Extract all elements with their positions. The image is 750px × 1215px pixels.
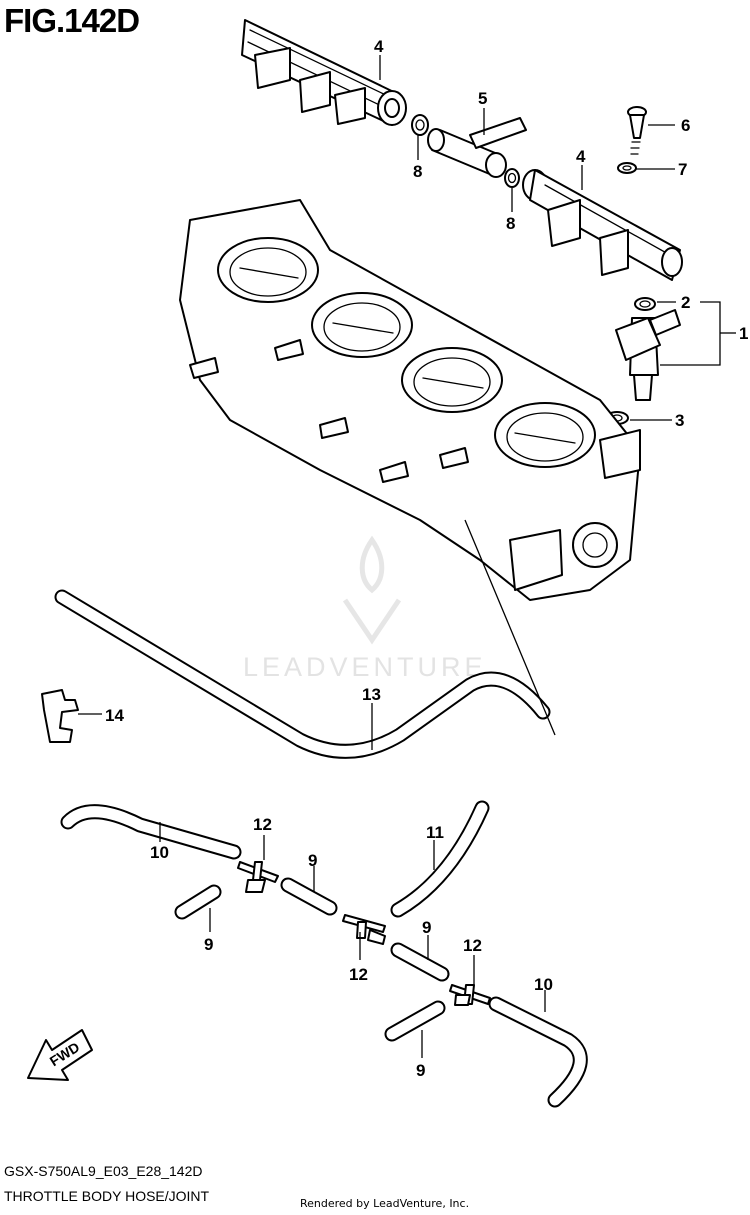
hose-short-bottom[interactable] — [384, 1000, 446, 1042]
t-joint-middle[interactable] — [342, 914, 386, 945]
callout-1: 1 — [739, 324, 748, 343]
callout-10-left: 10 — [150, 843, 169, 862]
long-hose[interactable] — [54, 589, 551, 759]
leader-lines — [78, 55, 736, 1058]
callout-14: 14 — [105, 706, 124, 725]
callout-9-middle: 9 — [308, 851, 317, 870]
callout-4-upper: 4 — [374, 37, 384, 56]
callout-11: 11 — [426, 823, 444, 842]
callout-9-bottom: 9 — [416, 1061, 425, 1080]
callout-12-middle: 12 — [349, 965, 368, 984]
callout-7: 7 — [678, 160, 687, 179]
fuel-rail-upper[interactable] — [241, 19, 407, 126]
hose-clamp[interactable] — [41, 689, 79, 743]
watermark-logo — [342, 535, 402, 645]
hose-curved-right[interactable] — [390, 800, 490, 918]
callout-6: 6 — [681, 116, 690, 135]
callout-5: 5 — [478, 89, 487, 108]
callout-13: 13 — [362, 685, 381, 704]
hose-short-left[interactable] — [174, 884, 222, 920]
figure-title: FIG.142D — [4, 2, 140, 39]
callout-10-right: 10 — [534, 975, 553, 994]
hose-short-middle[interactable] — [280, 877, 338, 916]
callout-4-lower: 4 — [576, 147, 586, 166]
callout-8-upper: 8 — [413, 162, 422, 181]
diagram-name: THROTTLE BODY HOSE/JOINT — [4, 1188, 210, 1204]
fuel-injector-cushion[interactable] — [634, 297, 656, 311]
hose-route-line — [464, 519, 556, 736]
o-ring-seal-upper[interactable] — [411, 114, 429, 136]
forward-direction-arrow: FWD — [27, 1029, 93, 1081]
render-credit: Rendered by LeadVenture, Inc. — [300, 1197, 470, 1210]
bolt[interactable] — [627, 106, 647, 155]
fuel-injector[interactable] — [615, 309, 681, 401]
watermark-text: LEADVENTURE — [243, 652, 487, 682]
fuel-rail-lower[interactable] — [522, 169, 683, 281]
callout-2: 2 — [681, 293, 690, 312]
callout-3: 3 — [675, 411, 684, 430]
callout-labels: 4 5 8 8 4 6 7 2 1 3 13 14 10 12 9 9 12 1… — [105, 37, 748, 1080]
callout-12-right: 12 — [463, 936, 482, 955]
t-joint-left[interactable] — [237, 861, 279, 893]
hose-right-lower[interactable] — [488, 996, 588, 1108]
callout-9-right: 9 — [422, 918, 431, 937]
t-joint-right[interactable] — [449, 984, 491, 1006]
throttle-body-assembly[interactable] — [179, 199, 641, 601]
diagram-code: GSX-S750AL9_E03_E28_142D — [4, 1163, 203, 1179]
fuel-joint-pipe[interactable] — [427, 117, 527, 178]
hose-short-right[interactable] — [390, 942, 450, 982]
callout-12-left: 12 — [253, 815, 272, 834]
callout-9-left: 9 — [204, 935, 213, 954]
callout-8-lower: 8 — [506, 214, 515, 233]
hose-left-upper[interactable] — [60, 804, 242, 860]
o-ring-seal-lower[interactable] — [504, 168, 520, 188]
washer[interactable] — [617, 162, 637, 174]
